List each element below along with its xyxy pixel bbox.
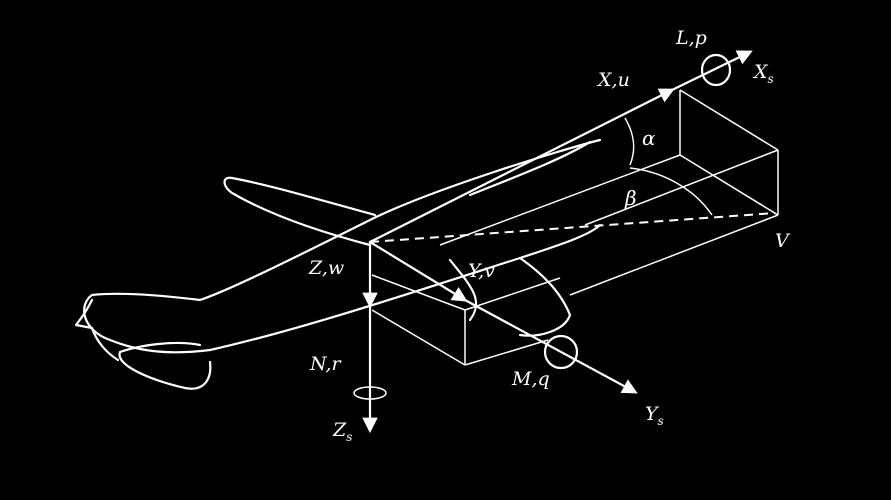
label-x-u: X,u [596, 69, 630, 91]
main-wing [223, 176, 377, 247]
label-x-body-sub: s [768, 72, 774, 86]
label-y-body-main: Y [645, 403, 660, 425]
label-beta: β [624, 186, 637, 210]
label-alpha: α [642, 126, 656, 150]
label-z-w: Z,w [308, 257, 344, 279]
label-y-v: Y,v [468, 260, 495, 282]
velocity-box [371, 89, 779, 366]
fuselage [83, 138, 602, 354]
label-m-q: M,q [511, 368, 550, 390]
label-z-body: Zs [332, 419, 352, 444]
label-x-body: Xs [752, 61, 774, 86]
label-n-r: N,r [309, 353, 342, 375]
label-x-body-main: X [752, 61, 769, 83]
label-y-body: Ys [645, 403, 664, 428]
fuselage-top [468, 140, 592, 197]
label-z-body-main: Z [332, 419, 347, 441]
right-wing [448, 256, 572, 337]
aircraft-outline [74, 138, 602, 390]
y-axis-arrow [368, 240, 468, 302]
label-y-body-sub: s [658, 414, 664, 428]
horizontal-tail [118, 341, 212, 390]
beta-arc [629, 167, 713, 216]
vertical-tail [74, 298, 120, 362]
alpha-arc [624, 117, 635, 166]
roll-rotation-icon [700, 53, 732, 87]
y-body-axis [463, 298, 638, 394]
yaw-rotation-icon [353, 386, 387, 400]
label-z-body-sub: s [346, 430, 352, 444]
x-axis-arrow [368, 88, 675, 244]
label-l-p: L,p [675, 27, 707, 49]
x-body-axis [670, 50, 753, 92]
pitch-rotation-icon [543, 334, 579, 370]
label-velocity: V [775, 230, 791, 252]
velocity-vector [369, 212, 776, 243]
